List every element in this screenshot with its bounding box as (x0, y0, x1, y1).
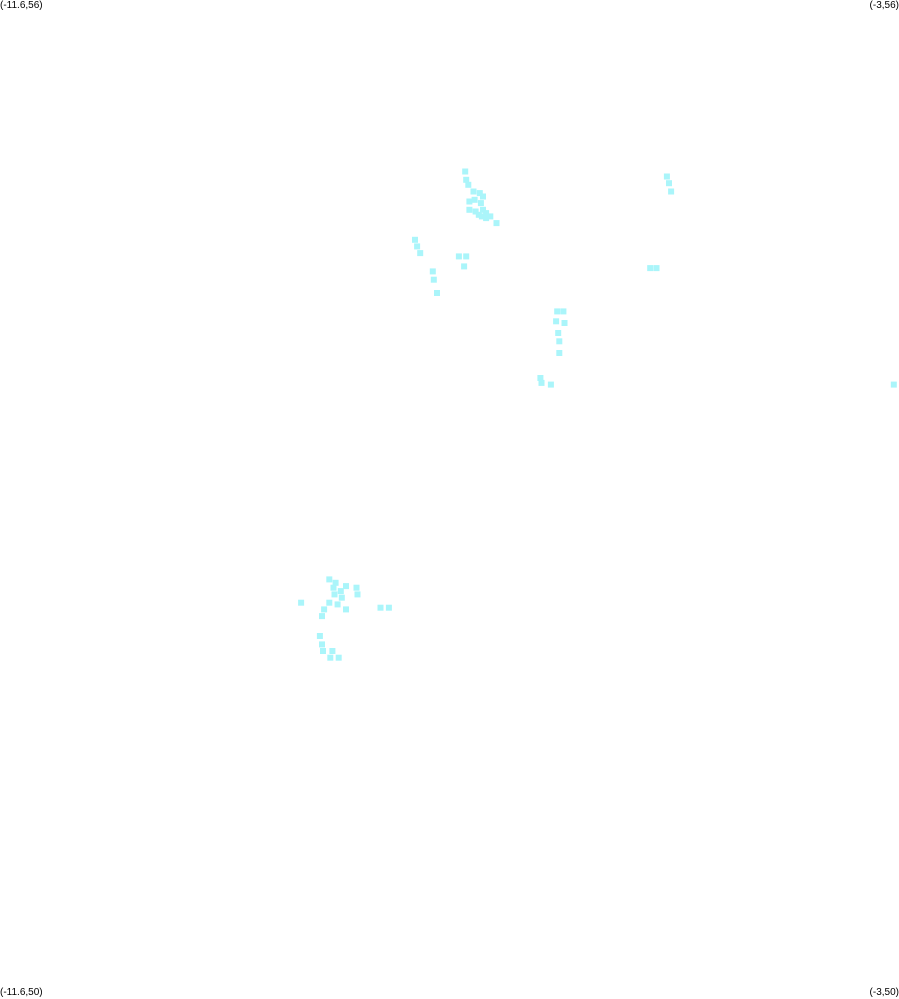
map-point-marker (554, 308, 561, 315)
map-point-marker (471, 196, 478, 203)
map-point-marker (537, 375, 544, 381)
map-point-marker (480, 206, 486, 213)
map-point-marker (332, 579, 339, 586)
map-point-marker (334, 601, 341, 608)
corner-label-bottom-left: (-11.6,50) (0, 987, 43, 998)
map-point-marker (321, 606, 328, 613)
map-point-marker (663, 173, 670, 180)
map-point-marker (475, 211, 482, 218)
map-point-marker (478, 213, 485, 220)
corner-label-bottom-right: (-3,50) (869, 987, 899, 998)
map-point-marker (477, 200, 484, 207)
map-point-marker (337, 588, 344, 595)
map-point-marker (329, 648, 336, 654)
map-point-marker (466, 198, 473, 205)
map-point-marker (326, 599, 333, 606)
map-point-marker (429, 268, 436, 275)
map-point-marker (417, 250, 424, 257)
map-point-marker (561, 320, 568, 326)
corner-label-top-left: (-11.6,56) (0, 0, 43, 11)
map-point-marker (647, 265, 654, 272)
map-point-marker (463, 253, 470, 260)
map-point-marker (377, 604, 384, 611)
corner-label-top-right: (-3,56) (869, 0, 899, 11)
map-point-marker (326, 576, 333, 583)
map-point-marker (338, 594, 345, 601)
map-point-marker (298, 599, 305, 606)
map-point-marker (353, 584, 360, 591)
map-point-marker (434, 290, 440, 296)
map-point-marker (327, 654, 334, 661)
map-point-marker (343, 583, 349, 590)
map-point-marker (487, 213, 494, 220)
map-point-marker (666, 180, 672, 187)
map-point-marker (556, 338, 563, 345)
map-point-marker (316, 633, 323, 639)
map-point-marker (890, 381, 897, 388)
map-point-marker (319, 613, 325, 620)
map-point-marker (476, 190, 483, 197)
map-point-marker (343, 606, 349, 613)
map-point-marker (430, 276, 437, 283)
map-point-marker (414, 243, 421, 250)
map-point-marker (553, 318, 560, 325)
map-point-marker (335, 654, 342, 661)
map-point-marker (560, 308, 567, 315)
map-point-marker (555, 330, 562, 336)
map-point-marker (470, 188, 477, 195)
map-point-marker (556, 350, 563, 356)
map-point-marker (461, 263, 468, 270)
map-point-marker (493, 220, 500, 227)
map-point-marker (462, 168, 469, 175)
map-point-marker (483, 215, 490, 222)
map-point-marker (483, 210, 490, 217)
map-point-marker (480, 193, 486, 200)
map-point-marker (668, 188, 675, 195)
map-point-marker (465, 181, 472, 188)
map-point-marker (472, 208, 479, 215)
map-point-marker (412, 236, 418, 243)
map-point-marker (547, 381, 554, 388)
map-point-marker (319, 641, 325, 648)
map-point-marker (463, 176, 470, 183)
map-point-marker (538, 379, 545, 386)
map-point-marker (330, 584, 337, 591)
map-point-marker (455, 253, 462, 260)
map-point-marker (331, 591, 338, 598)
map-point-marker (385, 604, 392, 611)
map-point-marker (653, 265, 660, 272)
map-point-marker (354, 591, 361, 598)
map-point-marker (320, 648, 326, 654)
map-point-marker (466, 206, 473, 213)
